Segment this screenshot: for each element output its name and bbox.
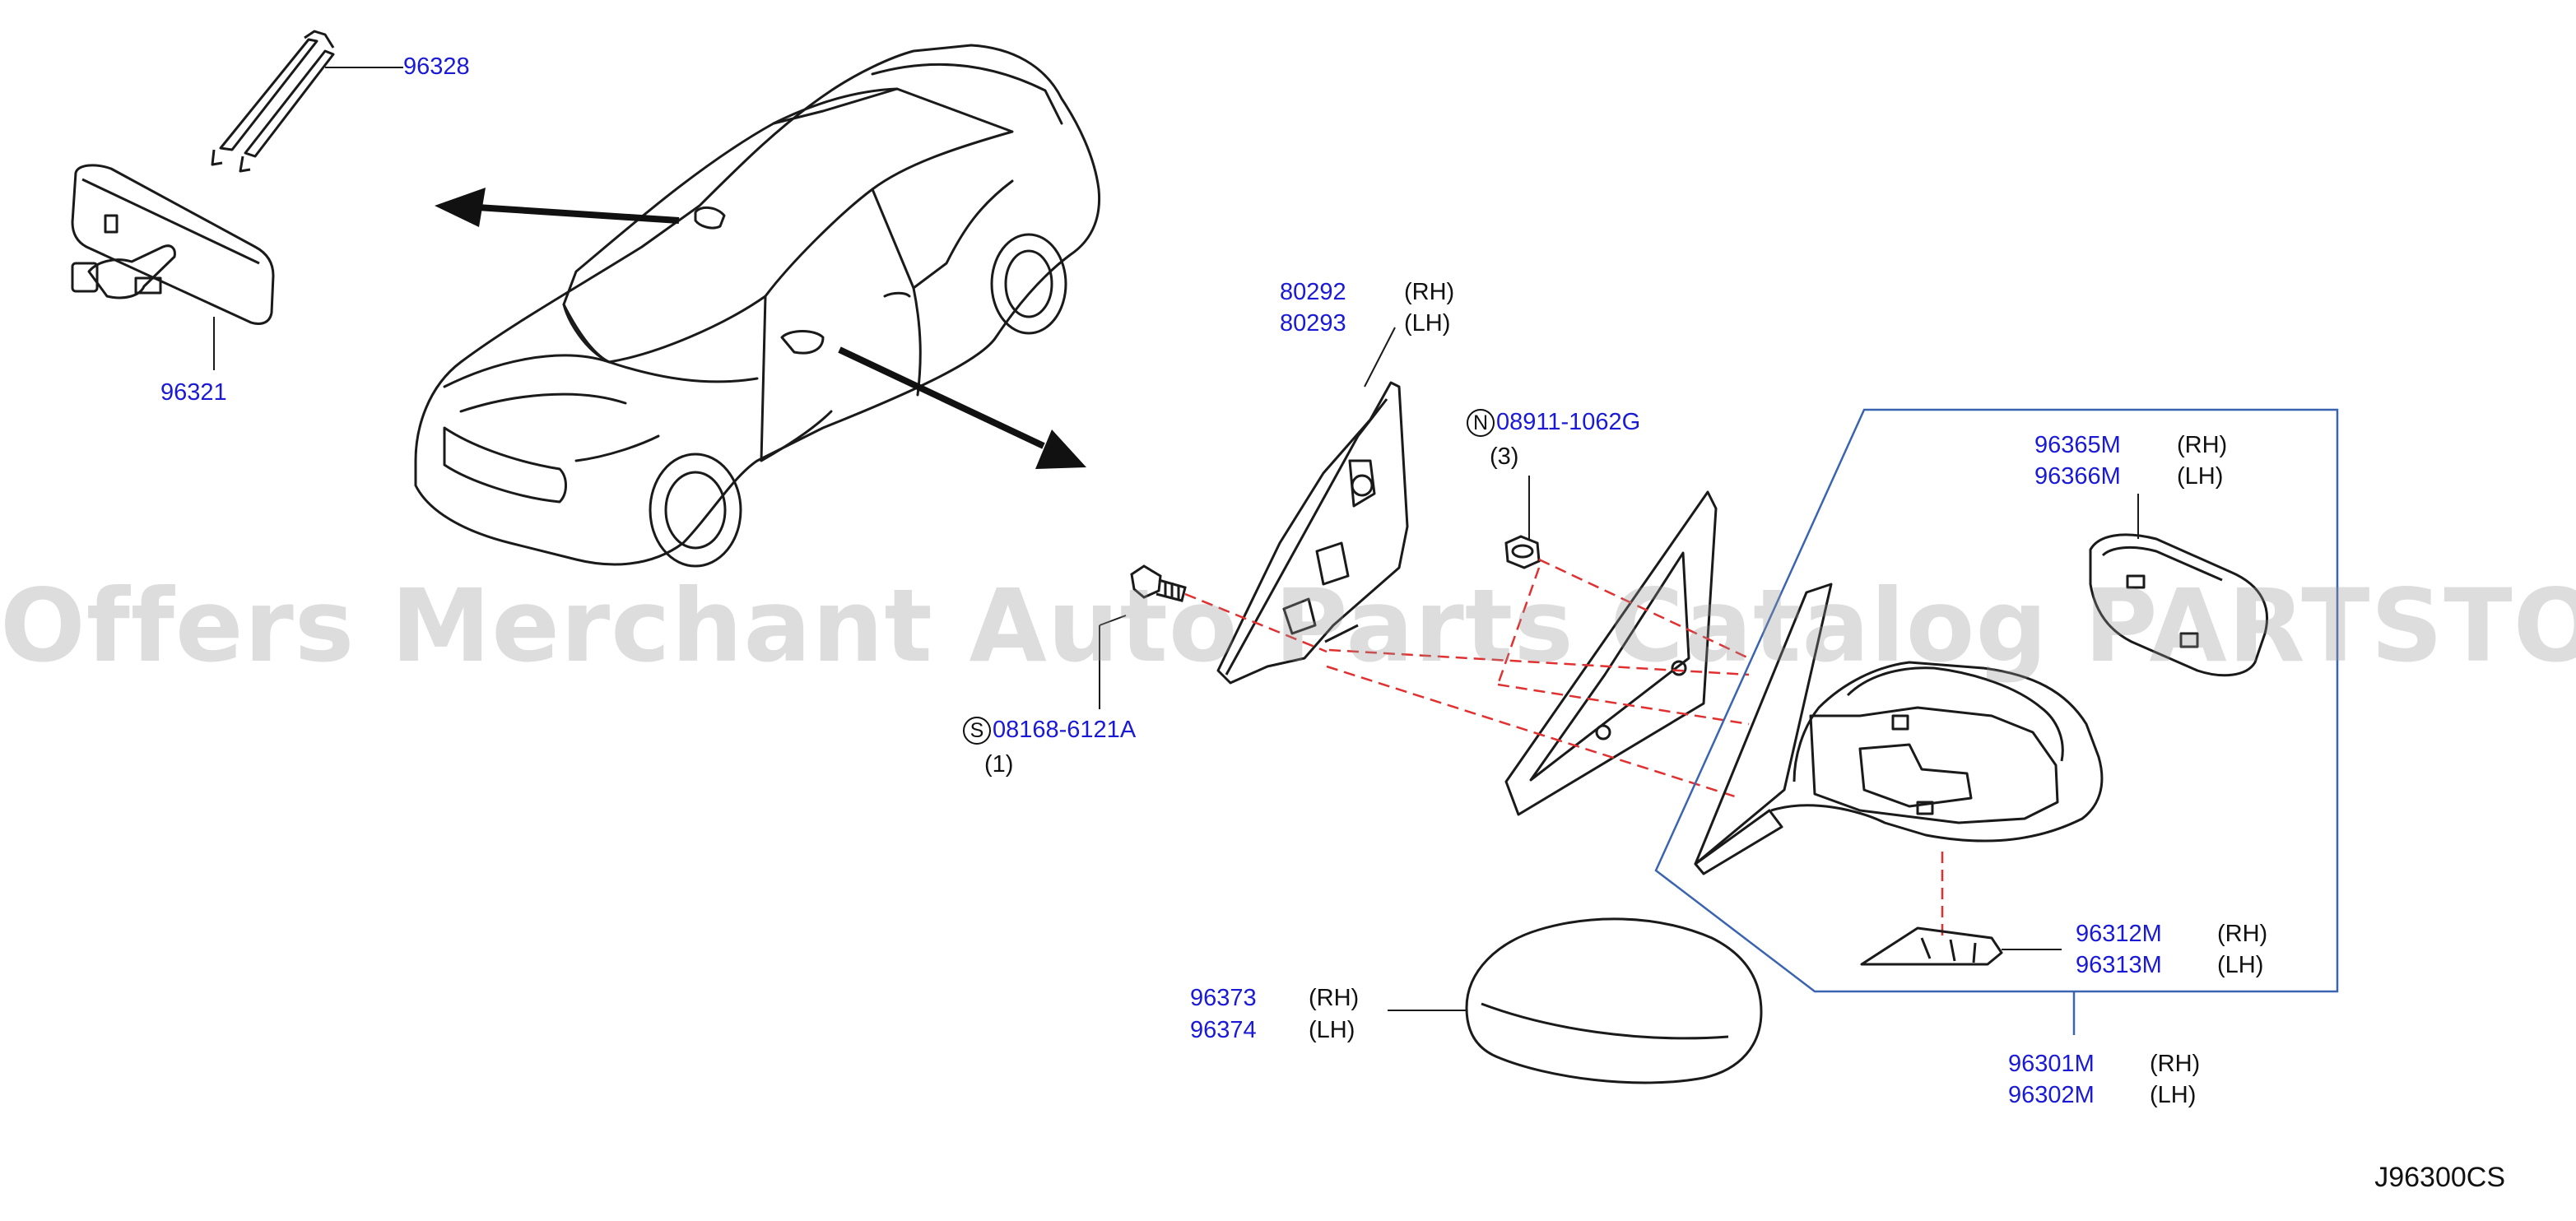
side-lh-label: (LH) [1404,310,1451,337]
side-lh-label: (LH) [1309,1017,1355,1043]
part-number[interactable]: 96301M [2008,1051,2095,1077]
part-96366M-label[interactable]: 96366M [2034,462,2121,490]
gasket-drawing [1504,490,1718,816]
part-number[interactable]: 80293 [1280,310,1346,337]
assembly-box [1654,408,2339,993]
side-rh-label: (RH) [1309,985,1360,1011]
part-number[interactable]: 96328 [403,53,470,80]
nut-drawing [1504,535,1541,569]
part-number[interactable]: 08168-6121A [993,717,1137,743]
screw-drawing [1130,564,1187,602]
part-number[interactable]: 96374 [1190,1017,1257,1043]
part-number[interactable]: 96313M [2076,952,2162,978]
part-96313M-label[interactable]: 96313M [2076,951,2162,979]
nut-quantity: (3) [1490,443,1519,470]
part-96301M-label[interactable]: 96301M [2008,1050,2095,1078]
interior-mirror-drawing [71,164,275,325]
part-96328-label[interactable]: 96328 [403,53,470,81]
part-number[interactable]: 96312M [2076,921,2162,947]
side-rh-label: (RH) [1404,279,1455,305]
side-lh-label: (LH) [2217,952,2264,978]
part-80292-label[interactable]: 80292 [1280,278,1346,306]
assembly-dashes [1184,558,1944,938]
part-number[interactable]: 96321 [160,379,227,406]
part-96373-label[interactable]: 96373 [1190,984,1257,1012]
bracket-96328-drawing [211,30,335,173]
mirror-assembly-drawing [1694,583,2104,875]
screw-prefix-badge: S [963,717,991,745]
mirror-glass-drawing [2089,533,2269,677]
side-lh-label: (LH) [2150,1082,2197,1108]
finisher-drawing [1860,926,2003,966]
mirror-base-drawing [1216,381,1409,685]
leader-screw [1099,615,1127,626]
part-number[interactable]: 96373 [1190,985,1257,1011]
screw-quantity: (1) [984,751,1014,778]
part-80293-label[interactable]: 80293 [1280,309,1346,337]
diagram-code: J96300CS [2374,1162,2505,1193]
leader-80292 [1364,327,1396,388]
part-96321-label[interactable]: 96321 [160,378,227,406]
side-rh-label: (RH) [2217,921,2268,947]
car-arrows [435,188,1086,469]
part-96302M-label[interactable]: 96302M [2008,1081,2095,1109]
part-number[interactable]: 96366M [2034,463,2121,490]
side-lh-label: (LH) [2177,463,2224,490]
part-number[interactable]: 08911-1062G [1496,409,1641,435]
part-96312M-label[interactable]: 96312M [2076,920,2162,948]
part-96374-label[interactable]: 96374 [1190,1016,1257,1044]
part-96365M-label[interactable]: 96365M [2034,431,2121,459]
nut-prefix-badge: N [1467,409,1495,438]
car-illustration [414,44,1101,568]
side-rh-label: (RH) [2177,432,2228,458]
part-number[interactable]: 96302M [2008,1082,2095,1108]
part-number[interactable]: 96365M [2034,432,2121,458]
part-number[interactable]: 80292 [1280,279,1346,305]
side-rh-label: (RH) [2150,1051,2201,1077]
cover-drawing [1465,917,1763,1084]
